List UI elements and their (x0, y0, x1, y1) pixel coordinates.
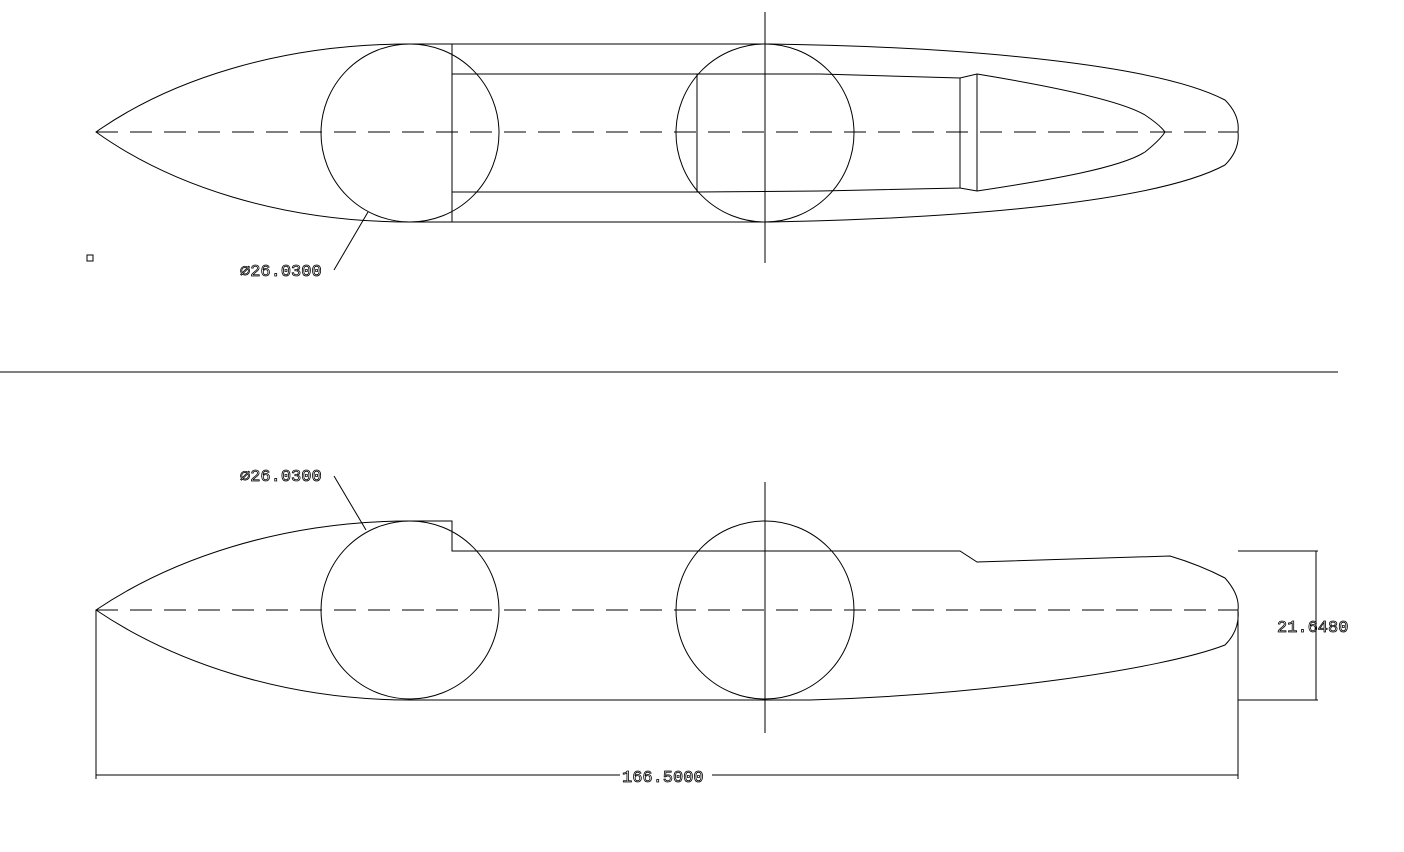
top-inner-channel (452, 73, 961, 193)
top-hull-outline (95, 43, 1239, 223)
top-leader-line (333, 211, 369, 271)
top-front-circle (320, 43, 500, 223)
length-dimension: 166.5000 (95, 610, 1239, 788)
top-tip-cone (959, 73, 1166, 192)
top-rear-circle (675, 43, 855, 223)
side-rear-circle (675, 520, 855, 700)
height-dimension-label: 21.6480 (1277, 619, 1348, 638)
length-dimension-label: 166.5000 (622, 769, 704, 788)
side-diameter-label: ∅26.0300 (240, 468, 322, 487)
side-front-circle (320, 520, 500, 700)
top-view: ∅26.0300 (86, 12, 1239, 282)
top-diameter-label: ∅26.0300 (240, 263, 322, 282)
side-leader-line (333, 475, 367, 531)
side-view: ∅26.0300 21.6480 166.5000 (95, 468, 1349, 788)
height-dimension: 21.6480 (1238, 550, 1349, 701)
insertion-point-marker (86, 254, 94, 262)
side-hull-outline (95, 520, 1239, 701)
